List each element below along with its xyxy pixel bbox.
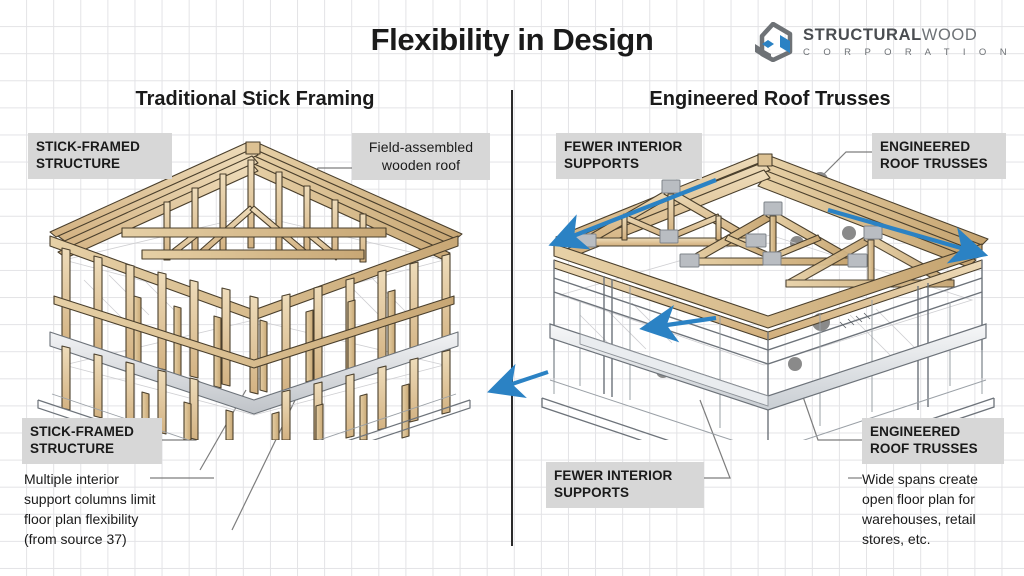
stick-framed-building-diagram	[14, 110, 494, 481]
brand-logo: STRUCTURALWOOD C O R P O R A T I O N	[752, 21, 1012, 63]
arrow-open-plan	[487, 363, 549, 399]
arrow-roof-left	[548, 178, 717, 250]
logo-name-bold: STRUCTURAL	[803, 26, 922, 44]
column-heading-right: Engineered Roof Trusses	[649, 88, 891, 110]
chip-fewer-interior-supports-bottom: FEWER INTERIOR SUPPORTS	[546, 462, 704, 508]
column-divider	[511, 90, 513, 546]
arrow-floor-span	[639, 304, 717, 343]
logo-name-light: WOOD	[921, 26, 978, 44]
chip-field-assembled-roof: Field-assembled wooden roof	[352, 133, 490, 181]
logo-subtitle: C O R P O R A T I O N	[803, 46, 1012, 58]
column-heading-left: Traditional Stick Framing	[135, 88, 375, 110]
note-right: Wide spans create open floor plan for wa…	[862, 471, 978, 547]
chip-stick-framed-structure-top: STICK-FRAMED STRUCTURE	[28, 133, 172, 179]
chip-stick-framed-structure-bottom: STICK-FRAMED STRUCTURE	[22, 418, 162, 464]
chip-engineered-roof-trusses-bottom: ENGINEERED ROOF TRUSSES	[862, 418, 1004, 464]
chip-engineered-roof-trusses-top: ENGINEERED ROOF TRUSSES	[872, 133, 1006, 179]
page-title: Flexibility in Design	[370, 22, 654, 57]
structural-wood-cube-logo-icon	[752, 21, 794, 63]
note-left: Multiple interior support columns limit …	[24, 471, 156, 547]
arrow-roof-right	[827, 207, 989, 264]
chip-fewer-interior-supports-top: FEWER INTERIOR SUPPORTS	[556, 133, 702, 179]
